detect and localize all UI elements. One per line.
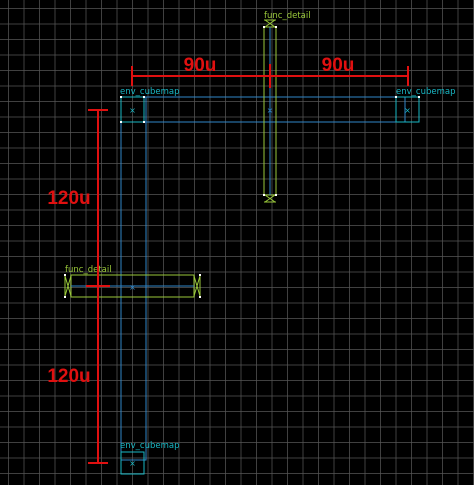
dimension-label-top: 120u	[47, 188, 90, 209]
horizontal-dimension	[131, 64, 409, 88]
func-detail-horizontal-right-cap	[193, 275, 201, 297]
cubemap-top-right-box[interactable]: ×	[395, 96, 420, 123]
dimension-label-left: 90u	[184, 55, 217, 76]
func-detail-vertical-bottom-cap	[264, 194, 276, 203]
vertical-dimension	[86, 109, 110, 464]
cubemap-top-left-box[interactable]: ×	[120, 96, 145, 123]
func-detail-left-label: func_detail	[65, 265, 112, 275]
cubemap-origin-marker: ×	[129, 459, 136, 468]
func-detail-vertical-top-cap	[264, 19, 276, 28]
cubemap-top-right-label: env_cubemap	[396, 87, 455, 97]
vertex-handles	[64, 26, 420, 298]
horizontal-cubemap-brush[interactable]	[120, 96, 406, 123]
brush-center-marker: ×	[267, 106, 274, 115]
cubemap-top-left-label: env_cubemap	[120, 87, 179, 97]
cubemap-bottom-box[interactable]: ×	[120, 451, 145, 475]
dimension-label-right: 90u	[322, 55, 355, 76]
cubemap-origin-marker: ×	[404, 106, 411, 115]
vertical-cubemap-brush[interactable]	[120, 96, 147, 461]
cubemap-origin-marker: ×	[129, 106, 136, 115]
brush-center-marker: ×	[129, 283, 136, 292]
func-detail-horizontal-left-cap	[64, 275, 72, 297]
func-detail-top-label: func_detail	[264, 11, 311, 21]
dimension-label-bottom: 120u	[47, 366, 90, 387]
cubemap-bottom-label: env_cubemap	[120, 441, 179, 451]
